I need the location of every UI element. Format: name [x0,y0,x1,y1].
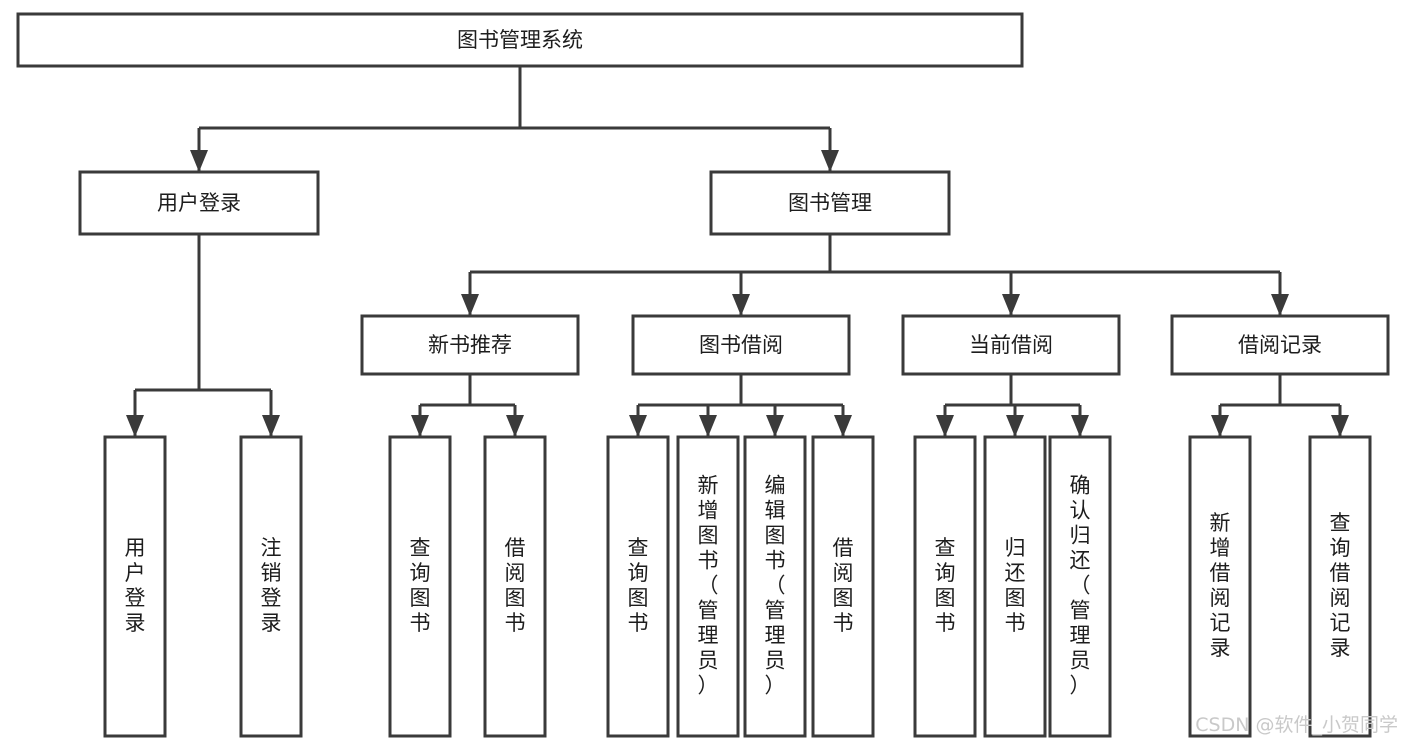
node-leaf-add-book-admin[interactable]: 新增图书（管理员） [676,435,740,738]
node-new-book-recommend[interactable]: 新书推荐 [360,314,580,376]
csdn-watermark: CSDN @软件_小贺同学 [1195,714,1398,736]
node-leaf-return-book[interactable]: 归还图书 [983,435,1047,738]
borrow-to-leaves-arrow-1 [699,415,717,437]
node-book-borrow-box [631,314,851,376]
node-leaf-return-book-label: 归还图书 [1005,536,1026,635]
node-root-root-label: 图书管理系统 [457,28,583,52]
node-borrow-record-label: 借阅记录 [1238,333,1322,357]
record-to-leaves-arrow-1 [1331,415,1349,437]
node-leaf-user-login-box [103,435,167,738]
node-book-management-label: 图书管理 [788,191,872,215]
current-to-leaves-arrow-2 [1071,415,1089,437]
root-to-level1-arrow-0 [190,150,208,172]
connector-layer [126,66,1349,437]
node-leaf-query-book-current-label: 查询图书 [935,536,956,635]
node-leaf-query-book-borrow-label: 查询图书 [628,536,649,635]
node-leaf-add-book-admin-box [676,435,740,738]
node-leaf-query-book-borrow-box [606,435,670,738]
borrow-to-leaves-arrow-0 [629,415,647,437]
node-leaf-query-book-recommend[interactable]: 查询图书 [388,435,452,738]
node-book-borrow[interactable]: 图书借阅 [631,314,851,376]
node-leaf-query-borrow-record[interactable]: 查询借阅记录 [1308,435,1372,738]
record-to-leaves-arrow-0 [1211,415,1229,437]
node-leaf-confirm-return-admin-box [1048,435,1112,738]
node-leaf-edit-book-admin-box [743,435,807,738]
current-to-leaves-arrow-0 [936,415,954,437]
node-leaf-add-borrow-record-box [1188,435,1252,738]
node-leaf-borrow-book-recommend[interactable]: 借阅图书 [483,435,547,738]
node-leaf-logout-login[interactable]: 注销登录 [239,435,303,738]
recommend-to-leaves-arrow-1 [506,415,524,437]
userlogin-to-leaves-arrow-1 [262,415,280,437]
node-leaf-query-borrow-record-box [1308,435,1372,738]
node-leaf-edit-book-admin-label: 编辑图书（管理员） [765,474,786,698]
node-leaf-query-book-current[interactable]: 查询图书 [913,435,977,738]
node-new-book-recommend-label: 新书推荐 [428,333,512,357]
node-root-root-box [16,12,1024,68]
bookmgmt-to-level2-arrow-1 [732,294,750,316]
node-user-login[interactable]: 用户登录 [78,170,320,236]
root-to-level1-arrow-1 [821,150,839,172]
node-book-management-box [709,170,951,236]
node-leaf-logout-login-label: 注销登录 [261,536,282,635]
node-leaf-confirm-return-admin[interactable]: 确认归还（管理员） [1048,435,1112,738]
node-leaf-borrow-book-recommend-label: 借阅图书 [505,536,526,635]
recommend-to-leaves-arrow-0 [411,415,429,437]
node-current-borrow[interactable]: 当前借阅 [901,314,1121,376]
node-borrow-record[interactable]: 借阅记录 [1170,314,1390,376]
node-root-root[interactable]: 图书管理系统 [16,12,1024,68]
node-leaf-logout-login-box [239,435,303,738]
node-leaf-query-book-recommend-label: 查询图书 [410,536,431,635]
bookmgmt-to-level2-arrow-0 [461,294,479,316]
node-leaf-confirm-return-admin-label: 确认归还（管理员） [1070,474,1091,698]
bookmgmt-to-level2-arrow-2 [1002,294,1020,316]
node-leaf-query-book-recommend-box [388,435,452,738]
current-to-leaves-arrow-1 [1006,415,1024,437]
userlogin-to-leaves-arrow-0 [126,415,144,437]
node-leaf-user-login[interactable]: 用户登录 [103,435,167,738]
node-book-management[interactable]: 图书管理 [709,170,951,236]
node-current-borrow-box [901,314,1121,376]
node-leaf-query-book-borrow[interactable]: 查询图书 [606,435,670,738]
node-leaf-user-login-label: 用户登录 [125,536,146,635]
node-leaf-borrow-book-box [811,435,875,738]
node-leaf-borrow-book-label: 借阅图书 [833,536,854,635]
node-layer: 图书管理系统用户登录图书管理新书推荐图书借阅当前借阅借阅记录用户登录注销登录查询… [16,12,1390,738]
node-current-borrow-label: 当前借阅 [969,333,1053,357]
node-leaf-borrow-book[interactable]: 借阅图书 [811,435,875,738]
node-leaf-add-borrow-record[interactable]: 新增借阅记录 [1188,435,1252,738]
node-leaf-edit-book-admin[interactable]: 编辑图书（管理员） [743,435,807,738]
node-user-login-label: 用户登录 [157,191,241,215]
node-borrow-record-box [1170,314,1390,376]
bookmgmt-to-level2-arrow-3 [1271,294,1289,316]
node-leaf-add-book-admin-label: 新增图书（管理员） [698,474,719,698]
node-user-login-box [78,170,320,236]
node-leaf-add-borrow-record-label: 新增借阅记录 [1210,511,1231,660]
node-book-borrow-label: 图书借阅 [699,333,783,357]
borrow-to-leaves-arrow-3 [834,415,852,437]
node-leaf-borrow-book-recommend-box [483,435,547,738]
borrow-to-leaves-arrow-2 [766,415,784,437]
node-new-book-recommend-box [360,314,580,376]
node-leaf-return-book-box [983,435,1047,738]
node-leaf-query-borrow-record-label: 查询借阅记录 [1330,511,1351,660]
node-leaf-query-book-current-box [913,435,977,738]
